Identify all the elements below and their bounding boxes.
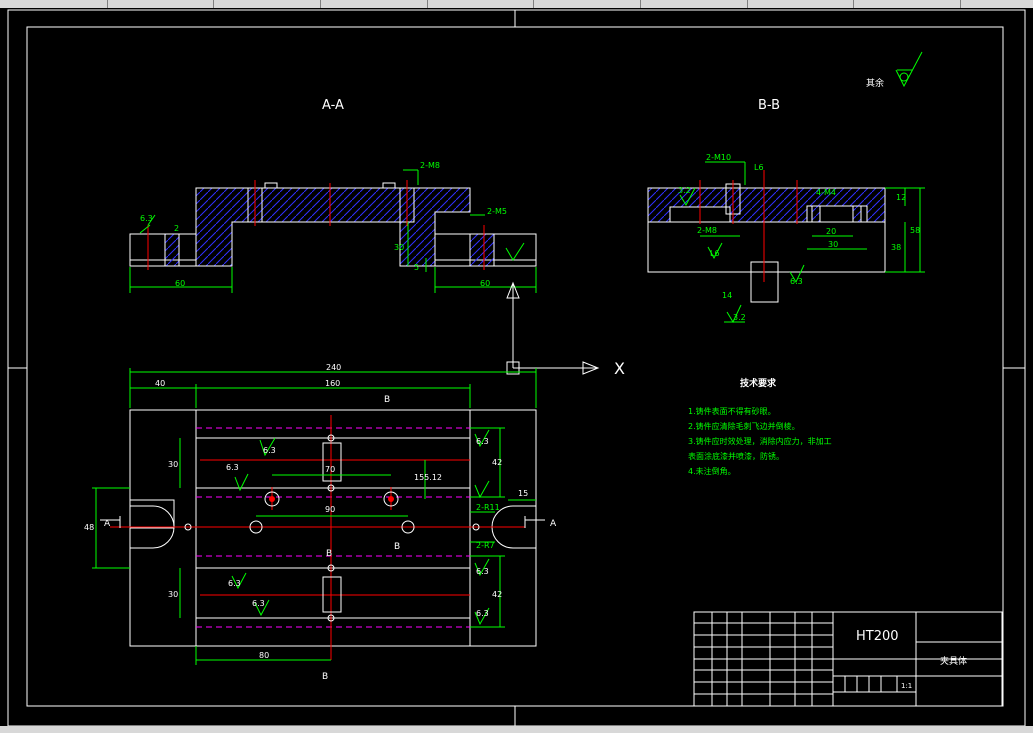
bb-dim-l6-top: L6 xyxy=(754,163,764,172)
roughness-note: 其余 xyxy=(866,77,884,89)
tech-requirements: 1.铸件表面不得有砂眼。 2.铸件应清除毛刺飞边并倒棱。 3.铸件应时效处理，消… xyxy=(688,404,832,479)
bb-dim-6-3: 6.3 xyxy=(790,277,803,286)
tech-item-1: 1.铸件表面不得有砂眼。 xyxy=(688,407,776,416)
plan-dim-6-3-g: 6.3 xyxy=(476,609,489,618)
plan-dim-6-3-d: 6.3 xyxy=(228,579,241,588)
bb-dim-12: 12 xyxy=(896,193,906,202)
plan-dim-2-r7: 2-R7 xyxy=(476,541,495,550)
aa-dim-60-right: 60 xyxy=(480,279,490,288)
roughness-symbol xyxy=(895,51,923,88)
section-mark-b-mid2: B xyxy=(394,542,400,552)
aa-dim-2: 2 xyxy=(174,224,179,233)
tech-item-2: 2.铸件应清除毛刺飞边并倒棱。 xyxy=(688,422,800,431)
section-bb-view xyxy=(647,161,925,324)
bb-dim-30: 30 xyxy=(828,240,838,249)
plan-dim-30-bottom: 30 xyxy=(168,590,178,599)
plan-dim-80: 80 xyxy=(259,651,269,660)
bb-dim-3-2: 3.2 xyxy=(678,186,691,195)
title-part-name: 夹具体 xyxy=(940,655,967,667)
plan-dim-155-12: 155.12 xyxy=(414,473,442,482)
aa-dim-roughness: 6.3 xyxy=(140,214,153,223)
section-bb-title: B-B xyxy=(758,98,780,113)
plan-dim-48: 48 xyxy=(84,523,94,532)
plan-dim-42-bottom: 42 xyxy=(492,590,502,599)
plan-dim-2-r11: 2-R11 xyxy=(476,503,500,512)
aa-dim-2-m5: 2-M5 xyxy=(487,207,507,216)
plan-dim-6-3-e: 6.3 xyxy=(252,599,265,608)
bb-dim-2-m10: 2-M10 xyxy=(706,153,731,162)
tech-requirements-title: 技术要求 xyxy=(740,379,777,389)
aa-dim-5: 5 xyxy=(414,263,419,272)
plan-dim-15: 15 xyxy=(518,489,528,498)
tech-item-3b: 表面涂底漆并喷漆，防锈。 xyxy=(688,452,784,461)
axis-x-label: X xyxy=(614,359,625,378)
bb-dim-2-m8: 2-M8 xyxy=(697,226,717,235)
tech-item-4: 4.未注倒角。 xyxy=(688,467,736,476)
section-mark-a-right: A xyxy=(550,519,557,529)
status-bar xyxy=(0,726,1033,733)
plan-dim-6-3-f: 6.3 xyxy=(476,567,489,576)
aa-dim-60-left: 60 xyxy=(175,279,185,288)
plan-dim-160: 160 xyxy=(325,379,340,388)
plan-dim-90: 90 xyxy=(325,505,335,514)
title-material: HT200 xyxy=(856,629,899,644)
plan-dim-240: 240 xyxy=(326,363,341,372)
bb-dim-l6-bottom: L6 xyxy=(710,249,720,258)
section-mark-b-bottom: B xyxy=(322,672,328,682)
plan-dim-70: 70 xyxy=(325,465,335,474)
ucs-axis-icon[interactable] xyxy=(506,281,600,375)
bb-dim-4-m4: 4-M4 xyxy=(816,188,836,197)
title-block xyxy=(693,611,1003,707)
section-aa-view xyxy=(129,169,537,293)
tech-item-3: 3.铸件应时效处理，消除内应力，非加工 xyxy=(688,437,832,446)
plan-dim-6-3-a: 6.3 xyxy=(263,446,276,455)
aa-dim-2-m8: 2-M8 xyxy=(420,161,440,170)
plan-dim-40: 40 xyxy=(155,379,165,388)
bb-dim-38: 38 xyxy=(891,243,901,252)
window-top-bar xyxy=(0,0,1033,8)
plan-dim-6-3-c: 6.3 xyxy=(476,437,489,446)
plan-dim-30-top: 30 xyxy=(168,460,178,469)
title-scale: 1:1 xyxy=(901,682,912,690)
aa-dim-30: 30 xyxy=(394,243,404,252)
bb-dim-3-2-bottom: 3.2 xyxy=(733,313,746,322)
bb-dim-14: 14 xyxy=(722,291,732,300)
section-mark-b-mid1: B xyxy=(326,549,332,559)
plan-dim-42-top: 42 xyxy=(492,458,502,467)
plan-view xyxy=(92,368,545,665)
section-aa-title: A-A xyxy=(322,98,344,113)
section-mark-b-top: B xyxy=(384,395,390,405)
inner-frame xyxy=(26,26,1004,707)
bb-dim-58: 58 xyxy=(910,226,920,235)
plan-dim-6-3-b: 6.3 xyxy=(226,463,239,472)
bb-dim-20: 20 xyxy=(826,227,836,236)
section-mark-a-left: A xyxy=(104,519,111,529)
